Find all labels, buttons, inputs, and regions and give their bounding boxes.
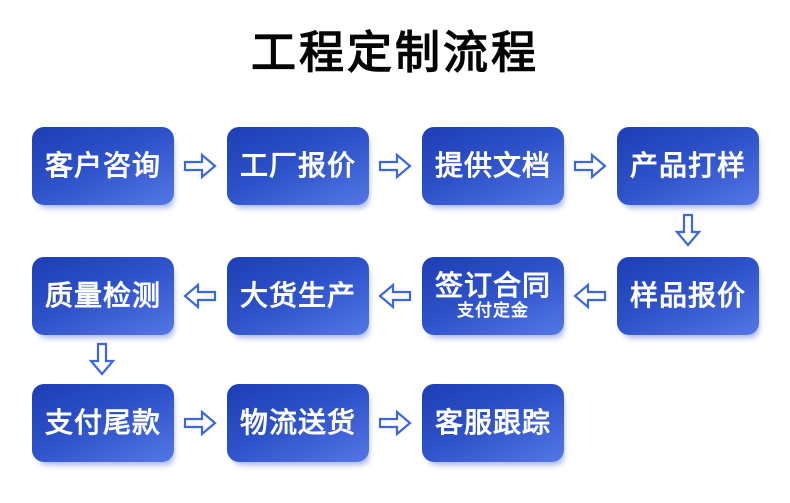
step-box-pay-balance: 支付尾款 xyxy=(32,384,174,462)
step-box-customer-inquiry: 客户咨询 xyxy=(32,127,174,205)
step-label: 客户咨询 xyxy=(44,148,161,182)
step-label: 样品报价 xyxy=(629,278,746,312)
step-label: 质量检测 xyxy=(44,278,161,312)
step-box-quality-inspection: 质量检测 xyxy=(32,257,174,335)
step-box-customer-service-follow-up: 客服跟踪 xyxy=(422,384,564,462)
step-box-bulk-production: 大货生产 xyxy=(227,257,369,335)
step-label: 支付尾款 xyxy=(44,405,161,439)
arrow-right-icon xyxy=(378,409,412,437)
arrow-right-icon xyxy=(378,152,412,180)
arrow-down-icon xyxy=(88,342,116,376)
step-box-logistics-delivery: 物流送货 xyxy=(227,384,369,462)
step-box-factory-quote: 工厂报价 xyxy=(227,127,369,205)
step-box-sign-contract: 签订合同 支付定金 xyxy=(422,257,564,335)
step-label: 客服跟踪 xyxy=(434,405,551,439)
arrow-left-icon xyxy=(183,282,217,310)
step-label: 大货生产 xyxy=(239,278,356,312)
arrow-right-icon xyxy=(183,409,217,437)
step-label: 物流送货 xyxy=(239,405,356,439)
arrow-right-icon xyxy=(183,152,217,180)
step-box-provide-documents: 提供文档 xyxy=(422,127,564,205)
step-label: 产品打样 xyxy=(629,148,746,182)
step-label: 工厂报价 xyxy=(239,148,356,182)
step-label: 提供文档 xyxy=(434,148,551,182)
page-title: 工程定制流程 xyxy=(250,26,539,79)
step-sublabel: 支付定金 xyxy=(457,301,529,322)
arrow-left-icon xyxy=(378,282,412,310)
arrow-down-icon xyxy=(674,213,702,247)
arrow-left-icon xyxy=(573,282,607,310)
step-label: 签订合同 xyxy=(434,269,551,303)
step-box-sample-quote: 样品报价 xyxy=(617,257,759,335)
step-box-product-sampling: 产品打样 xyxy=(617,127,759,205)
arrow-right-icon xyxy=(573,152,607,180)
